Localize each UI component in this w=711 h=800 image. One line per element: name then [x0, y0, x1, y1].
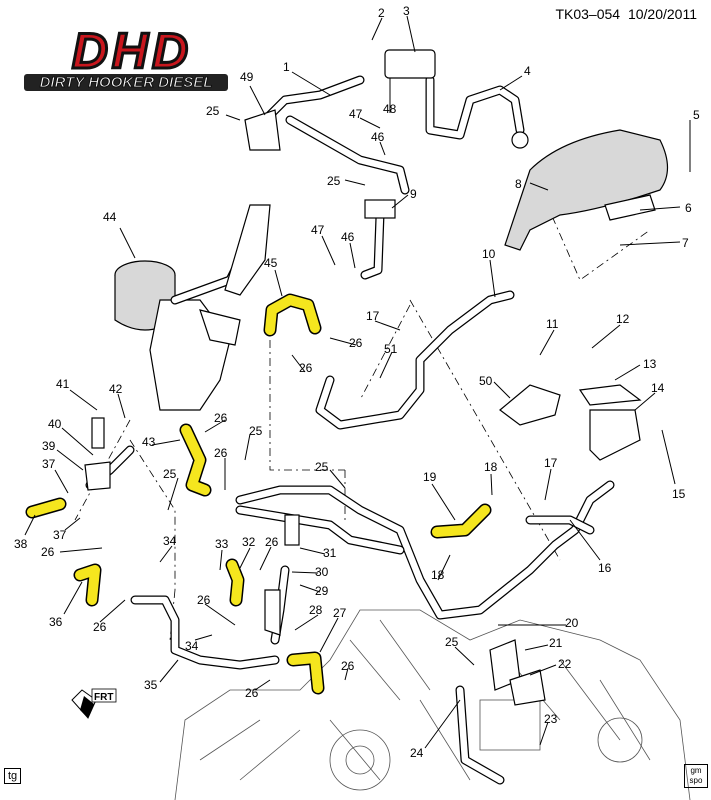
callout: 28 — [309, 603, 323, 617]
callout: 26 — [41, 545, 55, 559]
callout: 47 — [311, 223, 325, 237]
callout: 36 — [49, 615, 63, 629]
callout: 5 — [693, 108, 700, 122]
logo-sub: DIRTY HOOKER DIESEL — [24, 74, 228, 92]
callout: 46 — [371, 130, 385, 144]
callout: 10 — [482, 247, 496, 261]
callout: 6 — [685, 201, 692, 215]
callout: 26 — [214, 411, 228, 425]
callout: 41 — [56, 377, 70, 391]
callout: 4 — [524, 64, 531, 78]
callout: 17 — [544, 456, 558, 470]
brackets — [84, 384, 642, 706]
callout: 27 — [333, 606, 347, 620]
leader-lines — [24, 15, 691, 749]
callout: 38 — [14, 537, 28, 551]
callout: 25 — [163, 467, 177, 481]
callout: 26 — [214, 446, 228, 460]
callout: 14 — [651, 381, 665, 395]
callout: 26 — [341, 659, 355, 673]
callout: 7 — [682, 236, 689, 250]
footer-right-tag-bottom: spo — [689, 776, 703, 785]
callout: 37 — [53, 528, 67, 542]
callout: 46 — [341, 230, 355, 244]
callout: 1 — [283, 60, 290, 74]
air-pump — [114, 204, 271, 411]
callout: 18 — [431, 568, 445, 582]
callout: 25 — [315, 460, 329, 474]
callout: 25 — [327, 174, 341, 188]
heat-shield — [504, 129, 669, 251]
callout: 8 — [515, 177, 522, 191]
callout: 30 — [315, 565, 329, 579]
callout: 23 — [544, 712, 558, 726]
callout: 34 — [185, 639, 199, 653]
doc-date: 10/20/2011 — [627, 6, 697, 22]
callout: 49 — [240, 70, 254, 84]
callout: 15 — [672, 487, 686, 501]
callout: 12 — [616, 312, 630, 326]
logo: DHD DIRTY HOOKER DIESEL — [22, 22, 232, 94]
callout: 17 — [366, 309, 380, 323]
front-label: FRT — [94, 692, 113, 703]
doc-header: TK03–054 10/20/2011 — [555, 6, 697, 22]
callout: 44 — [103, 210, 117, 224]
callout-labels: 1 2 3 4 5 6 7 8 9 10 11 12 13 14 15 16 1… — [14, 4, 700, 760]
callout: 47 — [349, 107, 363, 121]
callout: 48 — [383, 102, 397, 116]
callout: 13 — [643, 357, 657, 371]
callout: 25 — [445, 635, 459, 649]
callout: 25 — [249, 424, 263, 438]
callout: 43 — [142, 435, 156, 449]
callout: 35 — [144, 678, 158, 692]
callout: 26 — [299, 361, 313, 375]
callout: 26 — [349, 336, 363, 350]
callout: 20 — [565, 616, 579, 630]
callout: 25 — [206, 104, 220, 118]
callout: 51 — [384, 342, 398, 356]
callout: 45 — [264, 256, 278, 270]
callout: 40 — [48, 417, 62, 431]
callout: 26 — [93, 620, 107, 634]
footer-left-tag: tg — [4, 768, 22, 784]
callout: 50 — [479, 374, 493, 388]
callout: 33 — [215, 537, 229, 551]
callout: 37 — [42, 457, 56, 471]
callout: 11 — [546, 317, 559, 331]
callout: 18 — [484, 460, 498, 474]
footer-right-tag-top: gm — [690, 766, 702, 775]
front-direction-icon: FRT — [71, 688, 117, 719]
callout: 21 — [549, 636, 563, 650]
callout: 9 — [410, 187, 417, 201]
callout: 31 — [323, 546, 337, 560]
doc-id: TK03–054 — [555, 6, 621, 22]
callout: 19 — [423, 470, 437, 484]
callout: 34 — [163, 534, 177, 548]
callout: 24 — [410, 746, 424, 760]
callout: 22 — [558, 657, 572, 671]
callout: 32 — [242, 535, 256, 549]
callout: 26 — [265, 535, 279, 549]
callout: 29 — [315, 584, 329, 598]
callout: 26 — [245, 686, 259, 700]
callout: 39 — [42, 439, 56, 453]
callout: 42 — [109, 382, 123, 396]
engine-block — [174, 609, 691, 800]
highlighted-hoses — [25, 293, 492, 695]
callout: 26 — [197, 593, 211, 607]
callout: 16 — [598, 561, 612, 575]
footer-right-tag: gm spo — [684, 764, 708, 788]
callout: 3 — [403, 4, 410, 18]
top-pipe-assembly — [244, 49, 529, 280]
callout: 2 — [378, 6, 385, 20]
